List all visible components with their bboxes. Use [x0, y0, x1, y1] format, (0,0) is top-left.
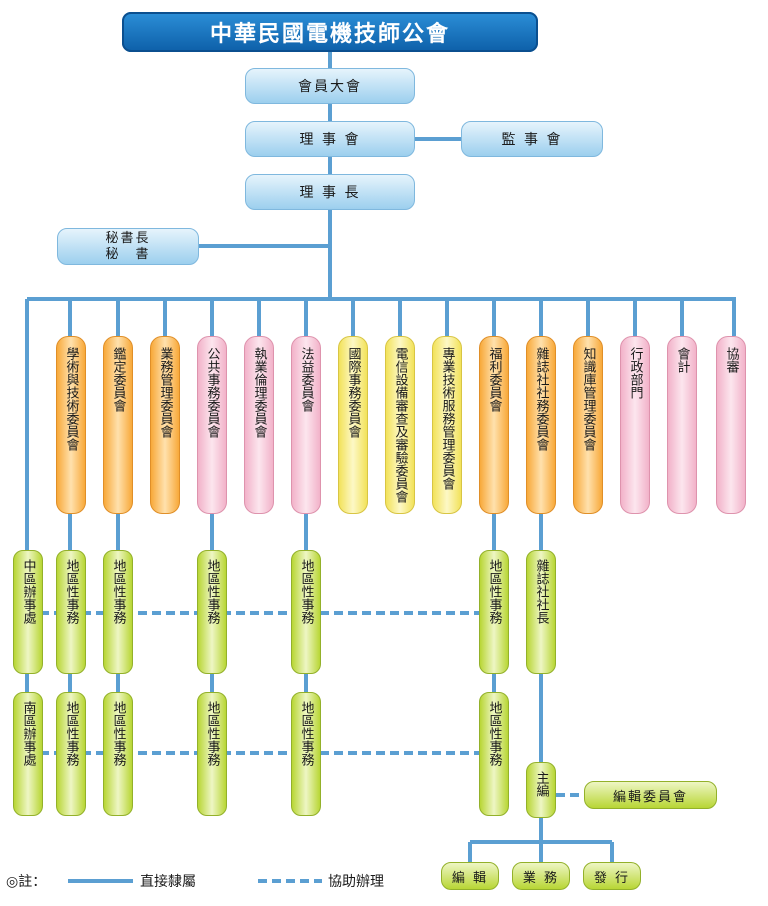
supervisors-box: 監 事 會 [461, 121, 603, 157]
legend-solid-label: 直接隸屬 [140, 874, 196, 890]
chief-editor-label: 主編 [533, 771, 549, 797]
committee-label: 執業倫理委員會 [251, 347, 267, 438]
org-title: 中華民國電機技師公會 [122, 12, 538, 52]
committee-label: 專業技術服務管理委員會 [439, 347, 455, 490]
chairman-box: 理 事 長 [245, 174, 415, 210]
regional-affairs-box: 地區性事務 [479, 692, 509, 816]
regional-affairs-box: 地區性事務 [291, 550, 321, 674]
regional-affairs-box: 地區性事務 [56, 692, 86, 816]
general-assembly-box: 會員大會 [245, 68, 415, 104]
committee-label: 會計 [674, 347, 690, 373]
regional-affairs-box: 地區性事務 [479, 550, 509, 674]
committee-box: 國際事務委員會 [338, 336, 368, 514]
committee-box: 專業技術服務管理委員會 [432, 336, 462, 514]
committee-label: 法益委員會 [298, 347, 314, 412]
committee-label: 雜誌社社務委員會 [533, 347, 549, 451]
committee-box: 福利委員會 [479, 336, 509, 514]
secretariat-line2: 秘 書 [105, 246, 151, 262]
committee-label: 福利委員會 [486, 347, 502, 412]
committee-label: 業務管理委員會 [157, 347, 173, 438]
committee-box: 業務管理委員會 [150, 336, 180, 514]
regional-affairs-label: 地區性事務 [204, 701, 220, 766]
committee-box: 公共事務委員會 [197, 336, 227, 514]
committee-label: 國際事務委員會 [345, 347, 361, 438]
editorial-unit-distribution: 發 行 [583, 862, 641, 890]
committee-box: 知識庫管理委員會 [573, 336, 603, 514]
committee-label: 協審 [723, 347, 739, 373]
committee-label: 鑑定委員會 [110, 347, 126, 412]
regional-affairs-label: 地區性事務 [486, 559, 502, 624]
committee-box: 學術與技術委員會 [56, 336, 86, 514]
regional-affairs-label: 地區性事務 [63, 701, 79, 766]
committee-label: 行政部門 [627, 347, 643, 399]
regional-affairs-box: 地區性事務 [56, 550, 86, 674]
regional-affairs-label: 地區性事務 [63, 559, 79, 624]
regional-affairs-box: 地區性事務 [291, 692, 321, 816]
south-office-label: 南區辦事處 [20, 701, 36, 766]
committee-label: 電信設備審查及審驗委員會 [392, 347, 408, 503]
editorial-unit-edit: 編 輯 [441, 862, 499, 890]
regional-affairs-box: 地區性事務 [103, 692, 133, 816]
committee-label: 公共事務委員會 [204, 347, 220, 438]
legend-note: ◎註： [6, 874, 47, 890]
committee-box: 鑑定委員會 [103, 336, 133, 514]
editorial-unit-business: 業 務 [512, 862, 570, 890]
committee-box: 執業倫理委員會 [244, 336, 274, 514]
committee-box: 協審 [716, 336, 746, 514]
regional-affairs-box: 地區性事務 [197, 550, 227, 674]
regional-affairs-label: 地區性事務 [486, 701, 502, 766]
regional-affairs-label: 地區性事務 [298, 559, 314, 624]
south-office-box: 南區辦事處 [13, 692, 43, 816]
secretariat-box: 秘書長 秘 書 [57, 228, 199, 265]
magazine-president-label: 雜誌社社長 [533, 559, 549, 624]
central-office-box: 中區辦事處 [13, 550, 43, 674]
committee-label: 學術與技術委員會 [63, 347, 79, 451]
committee-box: 法益委員會 [291, 336, 321, 514]
legend-dashed-label: 協助辦理 [328, 874, 384, 890]
committee-box: 行政部門 [620, 336, 650, 514]
central-office-label: 中區辦事處 [20, 559, 36, 624]
regional-affairs-label: 地區性事務 [110, 701, 126, 766]
board-box: 理 事 會 [245, 121, 415, 157]
committee-box: 會計 [667, 336, 697, 514]
regional-affairs-label: 地區性事務 [298, 701, 314, 766]
editorial-committee-box: 編輯委員會 [584, 781, 717, 809]
regional-affairs-label: 地區性事務 [110, 559, 126, 624]
regional-affairs-box: 地區性事務 [197, 692, 227, 816]
magazine-president-box: 雜誌社社長 [526, 550, 556, 674]
secretariat-line1: 秘書長 [105, 230, 151, 246]
committee-box: 雜誌社社務委員會 [526, 336, 556, 514]
chief-editor-box: 主編 [526, 762, 556, 818]
regional-affairs-label: 地區性事務 [204, 559, 220, 624]
regional-affairs-box: 地區性事務 [103, 550, 133, 674]
committee-label: 知識庫管理委員會 [580, 347, 596, 451]
committee-box: 電信設備審查及審驗委員會 [385, 336, 415, 514]
